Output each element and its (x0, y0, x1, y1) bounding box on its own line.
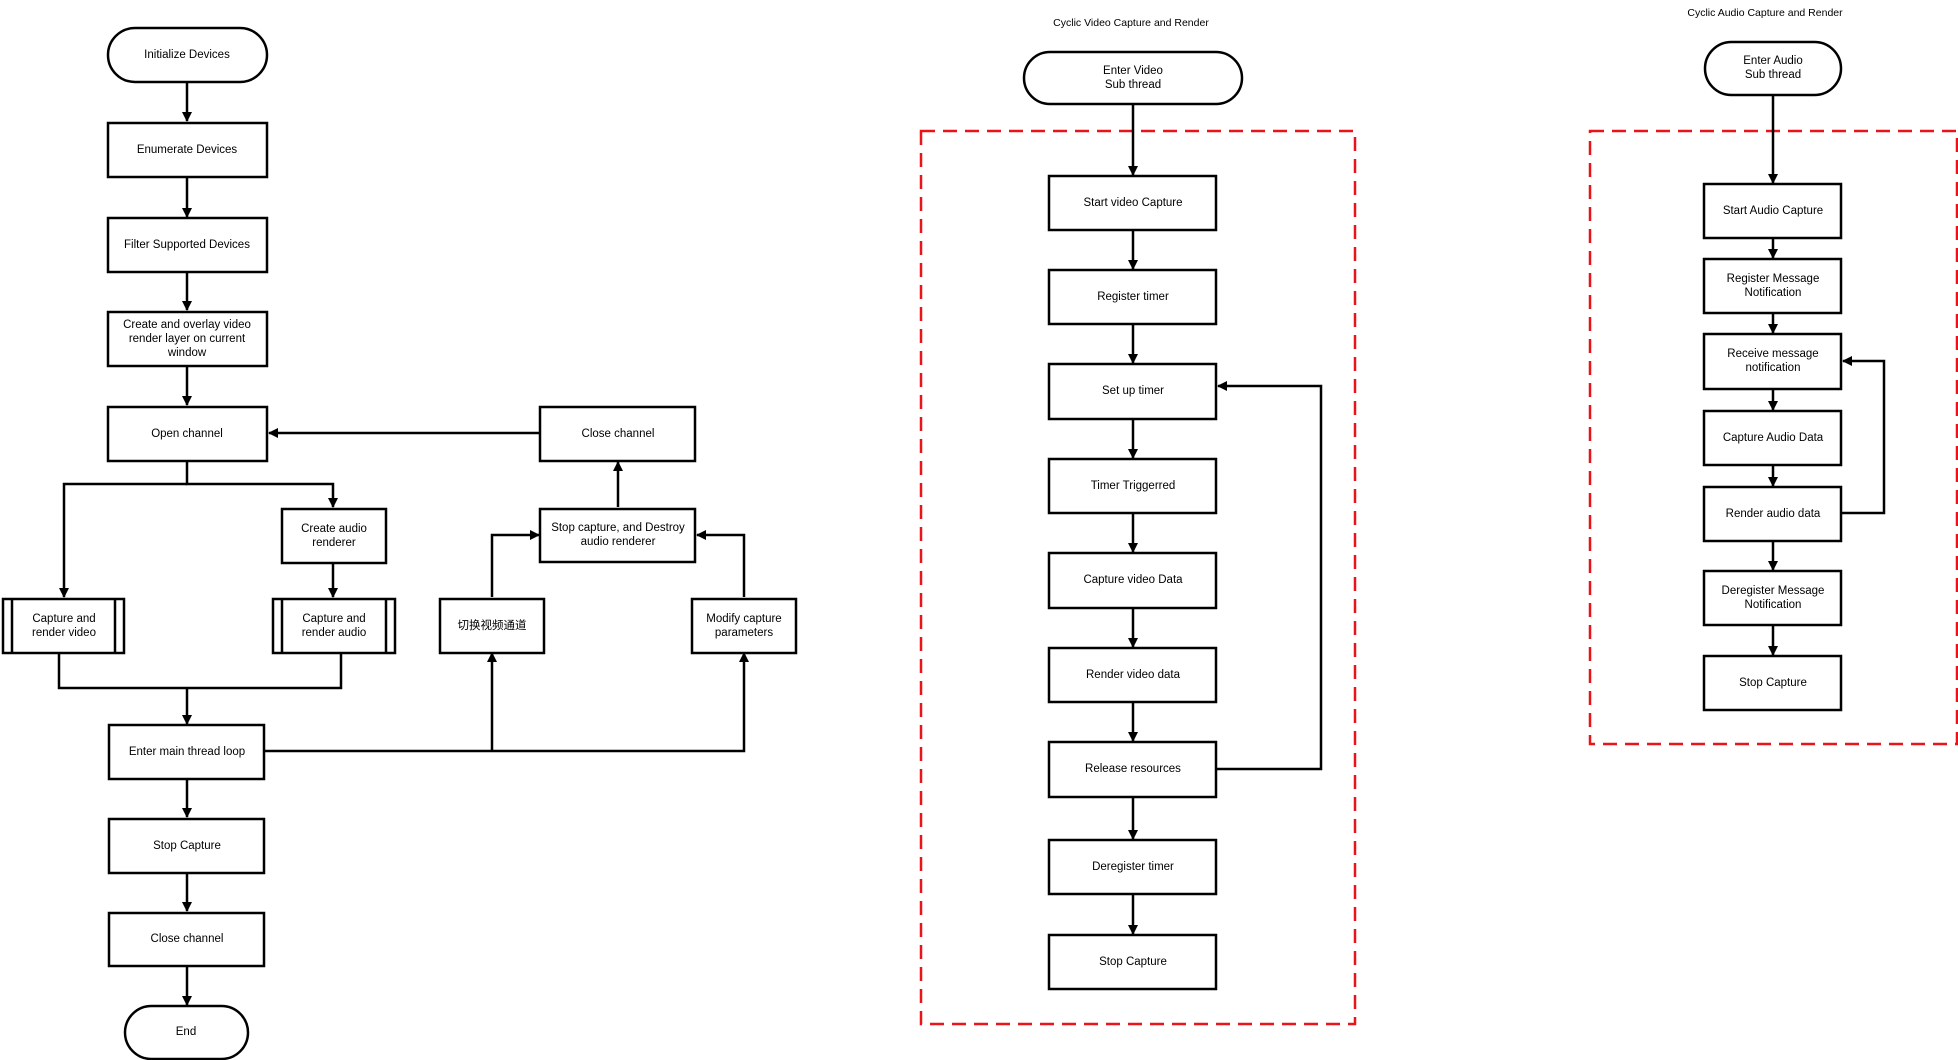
node-create-audio-renderer (280, 507, 388, 565)
node-start-audio-capture (1702, 182, 1843, 240)
label-deregister-timer: Deregister timer (1092, 861, 1174, 873)
node-close-channel (107, 911, 266, 968)
node-setup-timer (1047, 362, 1218, 421)
node-open-channel (106, 405, 269, 463)
node-enumerate-devices (106, 121, 269, 179)
label-capture-video-data: Capture video Data (1083, 574, 1183, 586)
node-stop-destroy (538, 507, 697, 564)
node-timer-triggered (1047, 457, 1218, 515)
node-register-timer (1047, 268, 1218, 326)
node-enter-video-thread (1022, 50, 1244, 106)
node-render-audio-data (1702, 485, 1843, 543)
node-create-render-layer (106, 310, 269, 368)
node-release-resources (1047, 740, 1218, 799)
label-release-resources: Release resources (1085, 763, 1181, 775)
label-main-thread-loop: Enter main thread loop (129, 746, 245, 758)
label-render-video-data: Render video data (1086, 669, 1181, 681)
video-flow-title: Cyclic Video Capture and Render (1053, 17, 1209, 29)
node-filter-devices (106, 216, 269, 274)
node-main-thread-loop (107, 723, 266, 781)
label-enumerate-devices: Enumerate Devices (137, 144, 238, 156)
label-switch-video-channel: 切换视频通道 (458, 618, 527, 632)
node-start-video-capture (1047, 174, 1218, 232)
node-capture-audio-data (1702, 409, 1843, 467)
node-initialize-devices (106, 26, 269, 84)
node-render-video-data (1047, 646, 1218, 704)
node-capture-video-data (1047, 551, 1218, 610)
node-audio-stop-capture (1702, 654, 1843, 712)
node-stop-capture (107, 817, 266, 875)
video-loop-region (919, 129, 1357, 1026)
node-switch-video-channel (438, 597, 546, 655)
node-capture-render-video (1, 597, 126, 655)
label-register-timer: Register timer (1097, 291, 1169, 303)
label-filter-devices: Filter Supported Devices (124, 239, 250, 251)
main-flow-connectors (57, 82, 749, 1006)
node-video-stop-capture (1047, 933, 1218, 991)
label-start-audio-capture: Start Audio Capture (1723, 205, 1823, 217)
label-close-channel: Close channel (151, 933, 224, 945)
label-start-video-capture: Start video Capture (1083, 197, 1182, 209)
node-end (123, 1004, 250, 1060)
label-timer-triggered: Timer Triggerred (1091, 480, 1176, 492)
node-modify-parameters (690, 597, 798, 655)
label-video-stop-capture: Stop Capture (1099, 956, 1167, 968)
label-render-audio-data: Render audio data (1726, 508, 1821, 520)
label-open-channel: Open channel (151, 428, 223, 440)
node-receive-message (1702, 332, 1843, 391)
node-enter-audio-thread (1703, 40, 1843, 97)
label-audio-stop-capture: Stop Capture (1739, 677, 1807, 689)
node-deregister-timer (1047, 838, 1218, 896)
label-capture-audio-data: Capture Audio Data (1723, 432, 1824, 444)
label-initialize-devices: Initialize Devices (144, 49, 230, 61)
label-setup-timer: Set up timer (1102, 385, 1164, 397)
audio-flow-title: Cyclic Audio Capture and Render (1687, 7, 1843, 19)
node-register-message (1702, 257, 1843, 315)
label-stop-capture: Stop Capture (153, 840, 221, 852)
audio-flow-connectors (1768, 95, 1886, 656)
node-capture-render-audio (271, 597, 397, 655)
label-close-channel-top: Close channel (582, 428, 655, 440)
node-close-channel-top (538, 405, 697, 463)
node-deregister-message (1702, 569, 1843, 627)
label-end: End (176, 1026, 196, 1038)
video-flow-connectors (1128, 104, 1323, 935)
